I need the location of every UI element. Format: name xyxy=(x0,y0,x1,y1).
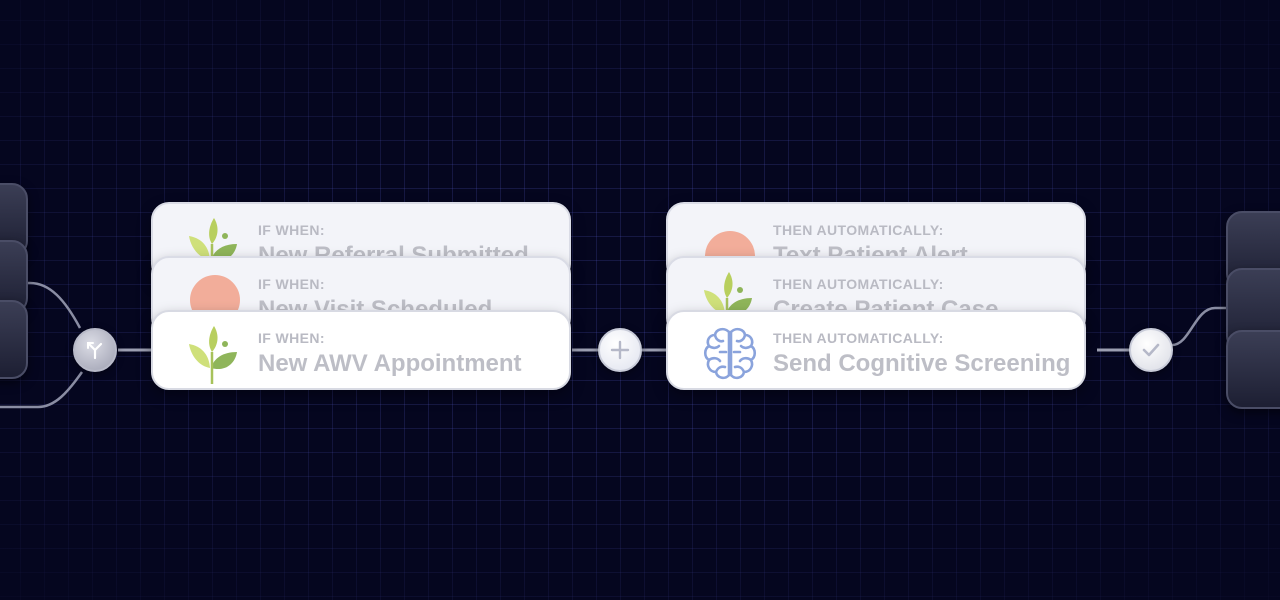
action-label: THEN AUTOMATICALLY: xyxy=(773,222,944,238)
action-label: THEN AUTOMATICALLY: xyxy=(773,276,944,292)
trigger-label: IF WHEN: xyxy=(258,222,325,238)
add-step-button[interactable] xyxy=(598,328,642,372)
trigger-label: IF WHEN: xyxy=(258,330,325,346)
leaf-icon xyxy=(189,326,237,384)
brain-icon xyxy=(703,327,757,380)
left-stack-block-bottom xyxy=(0,300,28,379)
trigger-title: New AWV Appointment xyxy=(258,350,522,377)
right-stack-block-bottom xyxy=(1226,330,1280,409)
trigger-label: IF WHEN: xyxy=(258,276,325,292)
action-title: Send Cognitive Screening xyxy=(773,350,1071,377)
checkmark-icon xyxy=(1142,343,1160,357)
plus-icon xyxy=(610,340,630,360)
done-node[interactable] xyxy=(1129,328,1173,372)
trigger-card-front[interactable]: IF WHEN: New AWV Appointment xyxy=(151,310,571,390)
action-card-front[interactable]: THEN AUTOMATICALLY: Send Cognitive Scree… xyxy=(666,310,1086,390)
action-label: THEN AUTOMATICALLY: xyxy=(773,330,944,346)
split-node[interactable] xyxy=(73,328,117,372)
split-icon xyxy=(87,342,103,360)
